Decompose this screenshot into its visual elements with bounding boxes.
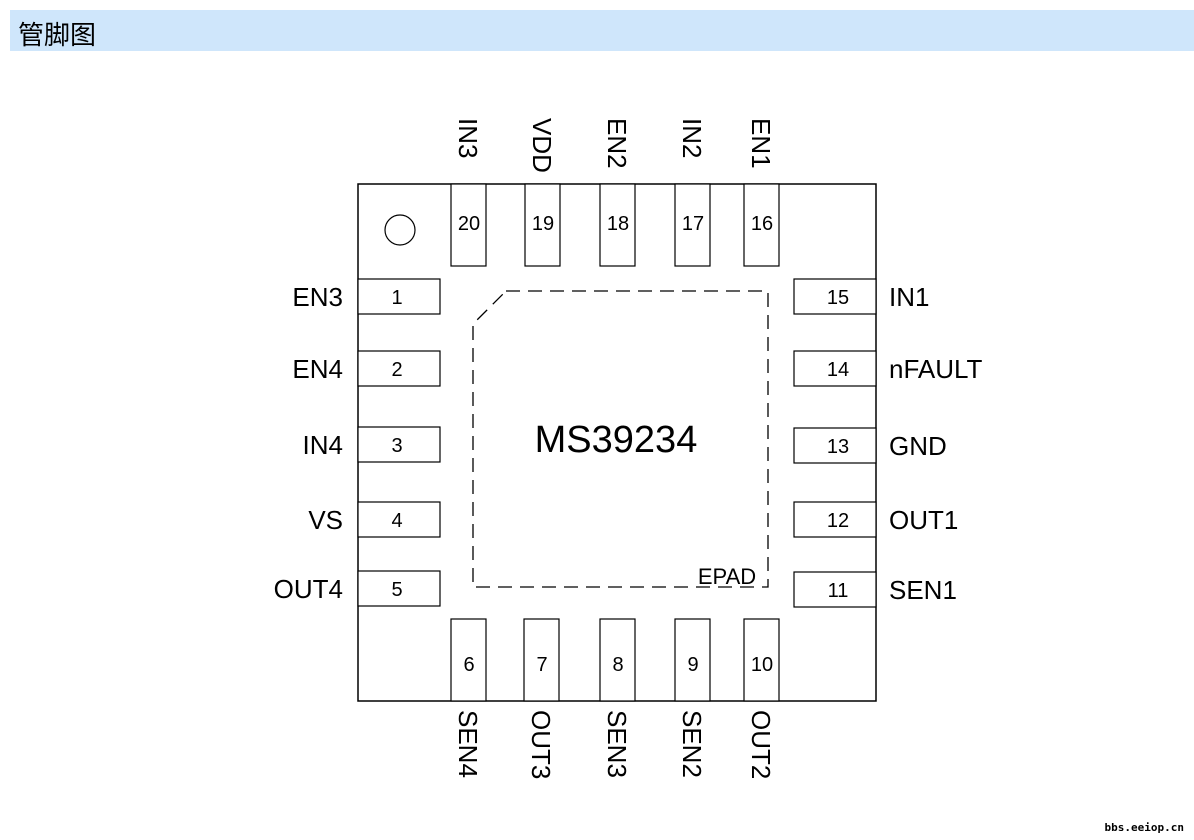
pin-pad-9: [674, 618, 711, 702]
title-bar: 管脚图: [10, 10, 1194, 51]
pin-number-20: 20: [458, 213, 480, 235]
pin-name-out2: OUT2: [746, 710, 776, 779]
pin-number-3: 3: [391, 435, 402, 457]
pin-pad-4: [357, 501, 441, 538]
pin-pad-20: [450, 183, 487, 267]
pin-pad-19: [524, 183, 561, 267]
pin-pad-6: [450, 618, 487, 702]
pin-number-9: 9: [687, 654, 698, 676]
pin-name-en3: EN3: [292, 282, 343, 312]
pin-number-8: 8: [612, 654, 623, 676]
pin-pad-5: [357, 570, 441, 607]
pin-number-14: 14: [827, 359, 849, 381]
pin-name-in1: IN1: [889, 282, 929, 312]
pin-pad-15: [793, 278, 877, 315]
pin1-marker: [384, 214, 416, 246]
pin-pad-14: [793, 350, 877, 387]
pin-number-13: 13: [827, 436, 849, 458]
pins-group: 1 EN3 2 EN4 3 IN4 4 VS 5 OUT4 11 SEN1 12 OUT1 13 GND 14 n…: [274, 118, 983, 779]
pin-name-en2: EN2: [602, 118, 632, 169]
pin-pad-17: [674, 183, 711, 267]
pin-number-15: 15: [827, 287, 849, 309]
pin-number-5: 5: [391, 579, 402, 601]
pin-name-out4: OUT4: [274, 574, 343, 604]
chip-name: MS39234: [535, 419, 698, 461]
pin-name-sen1: SEN1: [889, 575, 957, 605]
pin-number-17: 17: [682, 213, 704, 235]
chip-body: [357, 183, 877, 702]
pin-pad-13: [793, 427, 877, 464]
pin-number-11: 11: [828, 580, 849, 602]
pin-name-sen2: SEN2: [677, 710, 707, 778]
pin-number-6: 6: [463, 654, 474, 676]
pin-number-19: 19: [532, 213, 554, 235]
pin-number-12: 12: [827, 510, 849, 532]
pin-name-en1: EN1: [746, 118, 776, 169]
epad-label: EPAD: [698, 564, 756, 589]
pin-name-nfault: nFAULT: [889, 354, 983, 384]
pin-number-16: 16: [751, 213, 773, 235]
pin-pad-3: [357, 426, 441, 463]
pin-name-out1: OUT1: [889, 505, 958, 535]
pin-name-in3: IN3: [453, 118, 483, 158]
pin-pad-12: [793, 501, 877, 538]
pin-pad-16: [743, 183, 780, 267]
pin-pad-11: [793, 571, 877, 608]
pin-name-sen3: SEN3: [602, 710, 632, 778]
pin-number-18: 18: [607, 213, 629, 235]
pin-pad-18: [599, 183, 636, 267]
page-title: 管脚图: [18, 21, 97, 51]
epad-outline: [472, 290, 769, 588]
pin-pad-8: [599, 618, 636, 702]
pin-name-vs: VS: [308, 505, 343, 535]
pin-pad-7: [523, 618, 560, 702]
pin-number-2: 2: [391, 359, 402, 381]
pin-number-7: 7: [536, 654, 547, 676]
watermark: bbs.eeiop.cn: [1104, 821, 1184, 834]
pin-name-in2: IN2: [677, 118, 707, 158]
pin-number-1: 1: [391, 287, 402, 309]
pin-pad-2: [357, 350, 441, 387]
pin-number-4: 4: [391, 510, 402, 532]
pin-pad-10: [743, 618, 780, 702]
pin-name-vdd: VDD: [527, 118, 557, 173]
pin-pad-1: [357, 278, 441, 315]
pin-name-en4: EN4: [292, 354, 343, 384]
pin-name-in4: IN4: [303, 430, 343, 460]
pin-number-10: 10: [751, 654, 773, 676]
pin-name-gnd: GND: [889, 431, 947, 461]
pin-name-sen4: SEN4: [453, 710, 483, 778]
pin-name-out3: OUT3: [526, 710, 556, 779]
